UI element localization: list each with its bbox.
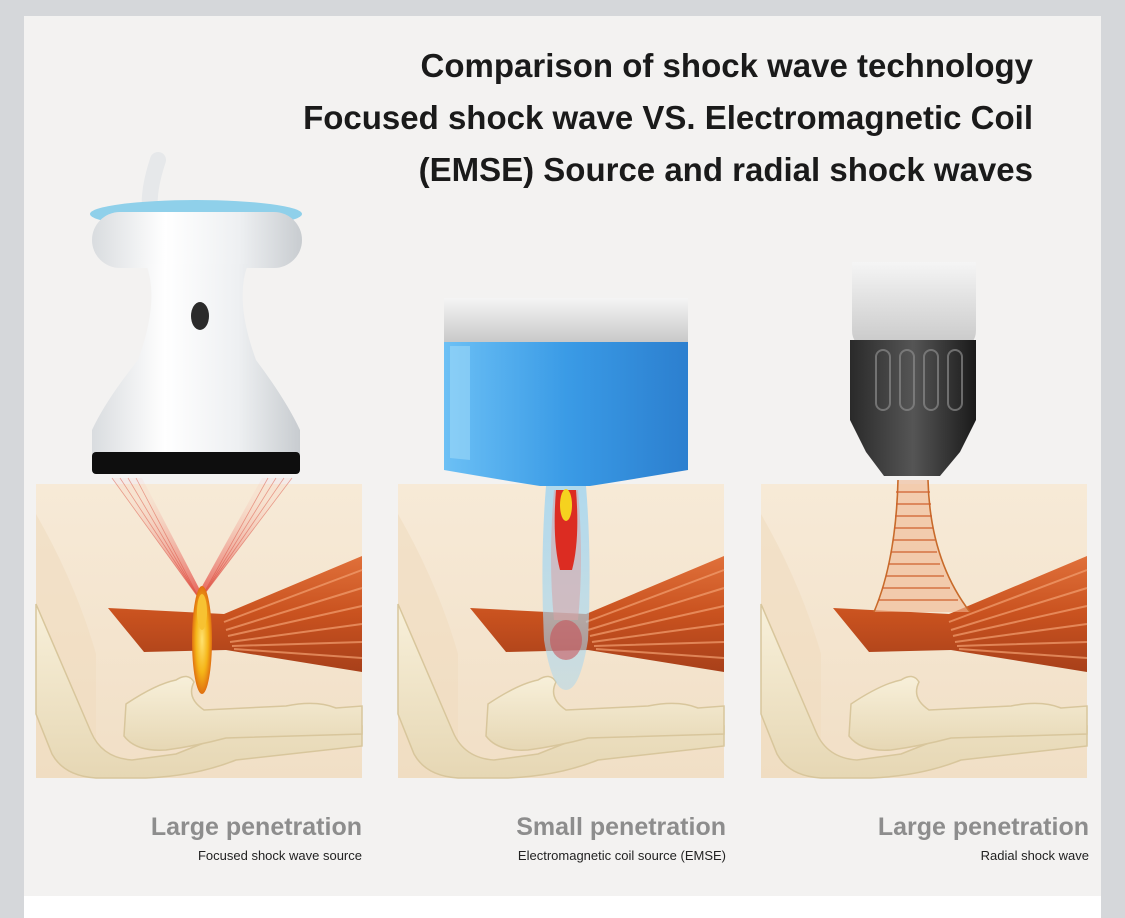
caption-radial: Large penetration Radial shock wave bbox=[759, 812, 1089, 866]
caption-subtitle: Electromagnetic coil source (EMSE) bbox=[517, 848, 726, 863]
caption-focused: Large penetration Focused shock wave sou… bbox=[32, 812, 362, 866]
bottom-strip bbox=[24, 896, 1101, 918]
caption-heading: Large penetration bbox=[150, 813, 362, 841]
panel-focused-illustration bbox=[35, 152, 363, 779]
caption-emse: Small penetration Electromagnetic coil s… bbox=[396, 812, 726, 866]
panel-radial-illustration bbox=[760, 262, 1088, 779]
panel-emse-illustration bbox=[397, 298, 725, 779]
title-line-2: Focused shock wave VS. Electromagnetic C… bbox=[303, 99, 1033, 136]
page-title: Comparison of shock wave technology Focu… bbox=[303, 40, 1033, 196]
caption-subtitle: Radial shock wave bbox=[980, 848, 1089, 863]
caption-heading: Large penetration bbox=[877, 813, 1089, 841]
title-line-3: (EMSE) Source and radial shock waves bbox=[418, 151, 1033, 188]
caption-heading: Small penetration bbox=[516, 813, 726, 841]
caption-subtitle: Focused shock wave source bbox=[197, 848, 362, 863]
title-line-1: Comparison of shock wave technology bbox=[420, 47, 1033, 84]
